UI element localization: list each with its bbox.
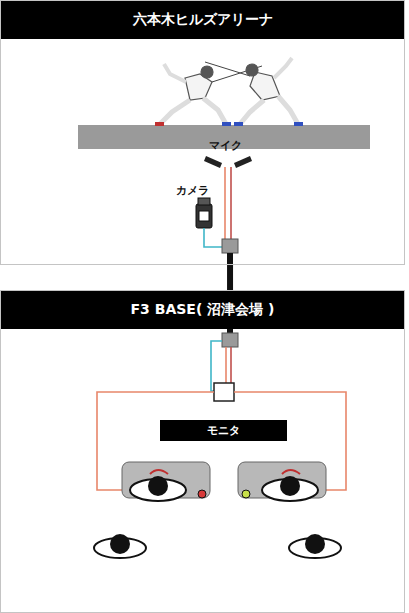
- location-panel: 六本木ヒルズアリーナ: [0, 0, 405, 265]
- person-symbol: [289, 534, 341, 558]
- junction-box: [222, 239, 238, 253]
- trunk-cable: [227, 265, 233, 290]
- fencer-right: [205, 58, 303, 126]
- monitor-label: モニタ: [201, 423, 246, 438]
- commentator-desk: [122, 462, 210, 501]
- video-cable: [204, 228, 224, 247]
- person-symbol: [94, 534, 146, 558]
- audio-cable: [226, 347, 231, 383]
- location-panel: F3 BASE( 沼津会場 ) モニタ: [0, 290, 405, 613]
- monitor-bar: モニタ: [160, 420, 287, 441]
- camera-symbol: [196, 198, 212, 228]
- trunk-cable: [227, 253, 233, 265]
- microphone-symbol: [204, 156, 252, 168]
- junction-box: [222, 333, 238, 347]
- camera-label: カメラ: [176, 185, 209, 197]
- commentator-desk: [238, 462, 326, 501]
- panel-title: 六本木ヒルズアリーナ: [1, 1, 404, 39]
- panel-title: F3 BASE( 沼津会場 ): [1, 291, 404, 329]
- audio-cable: [225, 167, 231, 240]
- microphone-label: マイク: [209, 140, 242, 152]
- splitter-box: [214, 383, 234, 401]
